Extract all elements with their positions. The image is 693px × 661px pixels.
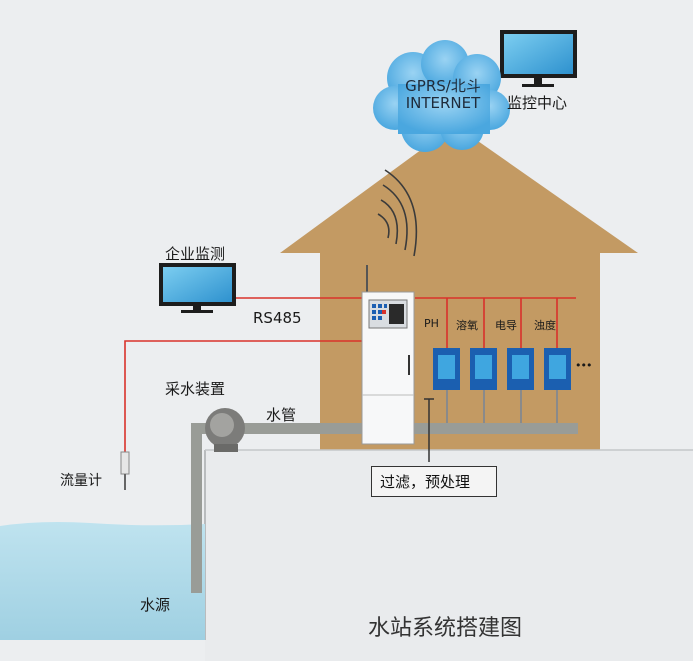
water-source-label: 水源 <box>140 596 171 614</box>
sensor-do <box>470 348 497 423</box>
flowmeter-label: 流量计 <box>60 473 102 489</box>
filter-pretreatment-box: 过滤，预处理 <box>371 466 497 497</box>
enterprise-monitor-screen <box>159 263 236 313</box>
wireless-signal-icon <box>377 169 418 257</box>
flowmeter-icon <box>120 451 130 490</box>
cloud-label: GPRS/北斗 INTERNET <box>384 78 502 112</box>
sampling-pump-icon <box>205 408 245 452</box>
water-pipe-label: 水管 <box>266 406 297 424</box>
sensor-turbidity <box>544 348 571 423</box>
enterprise-monitor-label: 企业监测 <box>165 245 226 263</box>
sensor-ph <box>433 348 460 423</box>
diagram-title: 水站系统搭建图 <box>368 616 523 641</box>
signal-wires <box>124 297 576 452</box>
rs485-label: RS485 <box>253 309 302 327</box>
cloud-icon <box>373 40 510 152</box>
cloud-line-2: INTERNET <box>405 94 481 112</box>
monitor-center-label: 监控中心 <box>507 94 568 112</box>
sensor-label-conductivity: 电导 <box>495 319 517 332</box>
cloud-line-1: GPRS/北斗 <box>405 77 481 95</box>
more-sensors-indicator: ••• <box>575 359 592 372</box>
sampling-device-label: 采水装置 <box>165 380 226 398</box>
sensor-conductivity <box>507 348 534 423</box>
sensor-label-turbidity: 浊度 <box>534 319 556 332</box>
water-body <box>0 522 205 640</box>
monitor-center-screen <box>500 30 577 87</box>
analyzer-cabinet <box>361 291 415 445</box>
house-shape <box>280 125 638 450</box>
sensor-label-do: 溶氧 <box>456 319 478 332</box>
sensor-group <box>433 348 571 423</box>
sensor-label-ph: PH <box>424 317 439 330</box>
